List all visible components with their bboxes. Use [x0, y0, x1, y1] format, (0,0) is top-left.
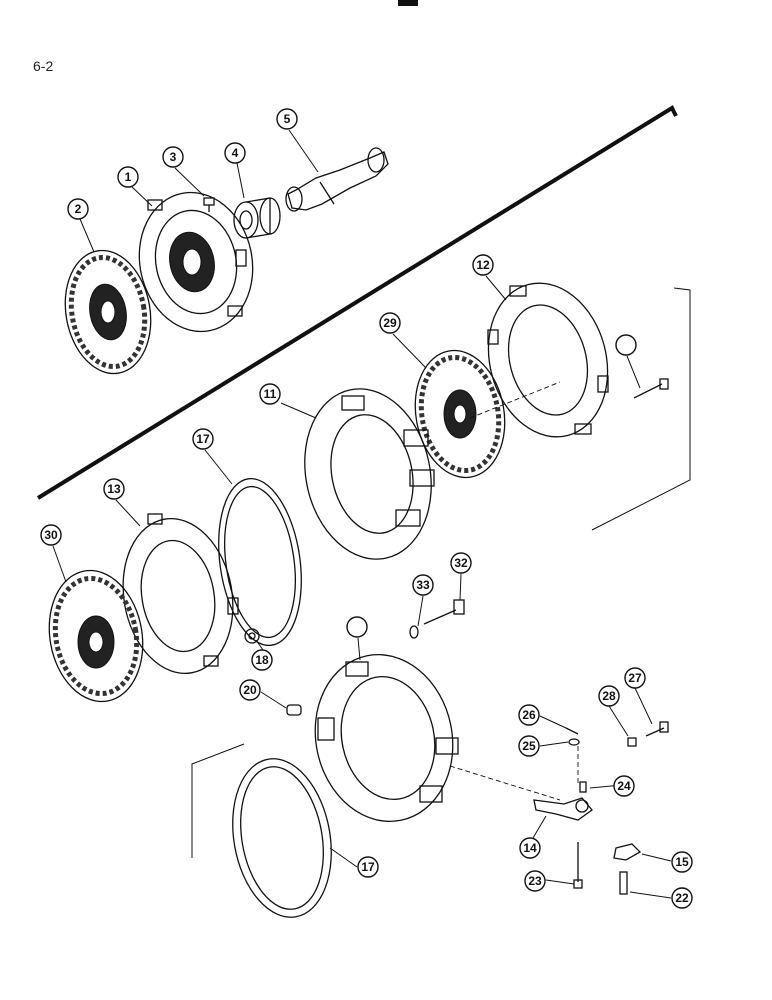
pin-20	[286, 704, 302, 716]
svg-text:29: 29	[383, 316, 397, 330]
friction-disc-29	[414, 349, 506, 479]
callout-2: 2	[67, 198, 89, 220]
pin-24	[579, 781, 587, 793]
clip-26	[565, 727, 579, 735]
bracket-line-upper	[673, 287, 691, 392]
callout-22: 22	[671, 887, 693, 909]
svg-text:26: 26	[522, 708, 536, 722]
housing-19	[314, 653, 459, 823]
callout-18: 18	[251, 649, 273, 671]
svg-text:17: 17	[361, 860, 375, 874]
friction-ring-17-lower	[232, 758, 332, 918]
callout-30: 30	[40, 524, 62, 546]
callout-16	[615, 334, 637, 356]
callout-27: 27	[624, 667, 646, 689]
callout-29: 29	[379, 312, 401, 334]
svg-text:12: 12	[476, 258, 490, 272]
callout-17-top: 17	[192, 428, 214, 450]
svg-text:23: 23	[528, 874, 542, 888]
callout-32: 32	[450, 552, 472, 574]
svg-text:30: 30	[44, 528, 58, 542]
pin-23	[573, 842, 583, 889]
housing-11	[304, 388, 435, 560]
svg-text:27: 27	[628, 671, 642, 685]
svg-text:18: 18	[255, 653, 269, 667]
svg-text:28: 28	[602, 689, 616, 703]
callout-23: 23	[524, 870, 546, 892]
bolt-3	[203, 197, 215, 212]
svg-text:15: 15	[675, 855, 689, 869]
callout-15: 15	[671, 851, 693, 873]
svg-text:3: 3	[170, 150, 177, 164]
lever-14	[533, 797, 593, 821]
svg-text:25: 25	[522, 739, 536, 753]
nut-28	[627, 737, 637, 747]
callout-20: 20	[239, 679, 261, 701]
centerline-top	[469, 381, 561, 419]
callout-13: 13	[103, 478, 125, 500]
bracket-line-top	[591, 392, 691, 531]
centerline-bottom	[449, 765, 561, 801]
pressure-plate-1	[138, 191, 254, 333]
svg-text:13: 13	[107, 482, 121, 496]
ring-plate-12	[487, 282, 609, 438]
callout-24: 24	[613, 775, 635, 797]
svg-text:2: 2	[75, 202, 82, 216]
page-number: 6-2	[33, 58, 54, 74]
header-fragment	[398, 0, 418, 6]
washer-25	[568, 738, 580, 746]
svg-text:1: 1	[125, 170, 132, 184]
callout-14: 14	[519, 837, 541, 859]
bearing-4	[233, 197, 281, 239]
svg-text:14: 14	[523, 841, 537, 855]
svg-text:11: 11	[264, 387, 277, 401]
bolt-32	[423, 599, 465, 625]
callout-4: 4	[224, 142, 246, 164]
callout-17-bottom: 17	[357, 856, 379, 878]
svg-text:20: 20	[243, 683, 257, 697]
callout-3: 3	[162, 146, 184, 168]
svg-text:22: 22	[675, 891, 689, 905]
disc-30	[48, 569, 144, 703]
pin-22	[619, 871, 628, 895]
svg-text:33: 33	[416, 578, 430, 592]
callout-1: 1	[117, 166, 139, 188]
sleeve-5	[285, 147, 389, 212]
bolt-16	[633, 378, 669, 399]
clutch-disc-2	[64, 249, 152, 375]
svg-text:4: 4	[232, 146, 239, 160]
callout-25: 25	[518, 735, 540, 757]
callout-11: 11	[259, 383, 281, 405]
bolt-27	[645, 721, 669, 737]
link-15	[613, 843, 642, 861]
svg-text:24: 24	[617, 779, 631, 793]
bracket-line-lower	[191, 743, 245, 858]
callout-12: 12	[472, 254, 494, 276]
nut-18	[244, 628, 260, 644]
washer-33	[409, 625, 419, 639]
divider-line	[36, 105, 678, 500]
svg-text:32: 32	[454, 556, 468, 570]
svg-text:17: 17	[196, 432, 210, 446]
callout-19	[346, 616, 368, 638]
callout-26: 26	[518, 704, 540, 726]
callout-28: 28	[598, 685, 620, 707]
callout-33: 33	[412, 574, 434, 596]
svg-text:5: 5	[284, 112, 291, 126]
callout-5: 5	[276, 108, 298, 130]
